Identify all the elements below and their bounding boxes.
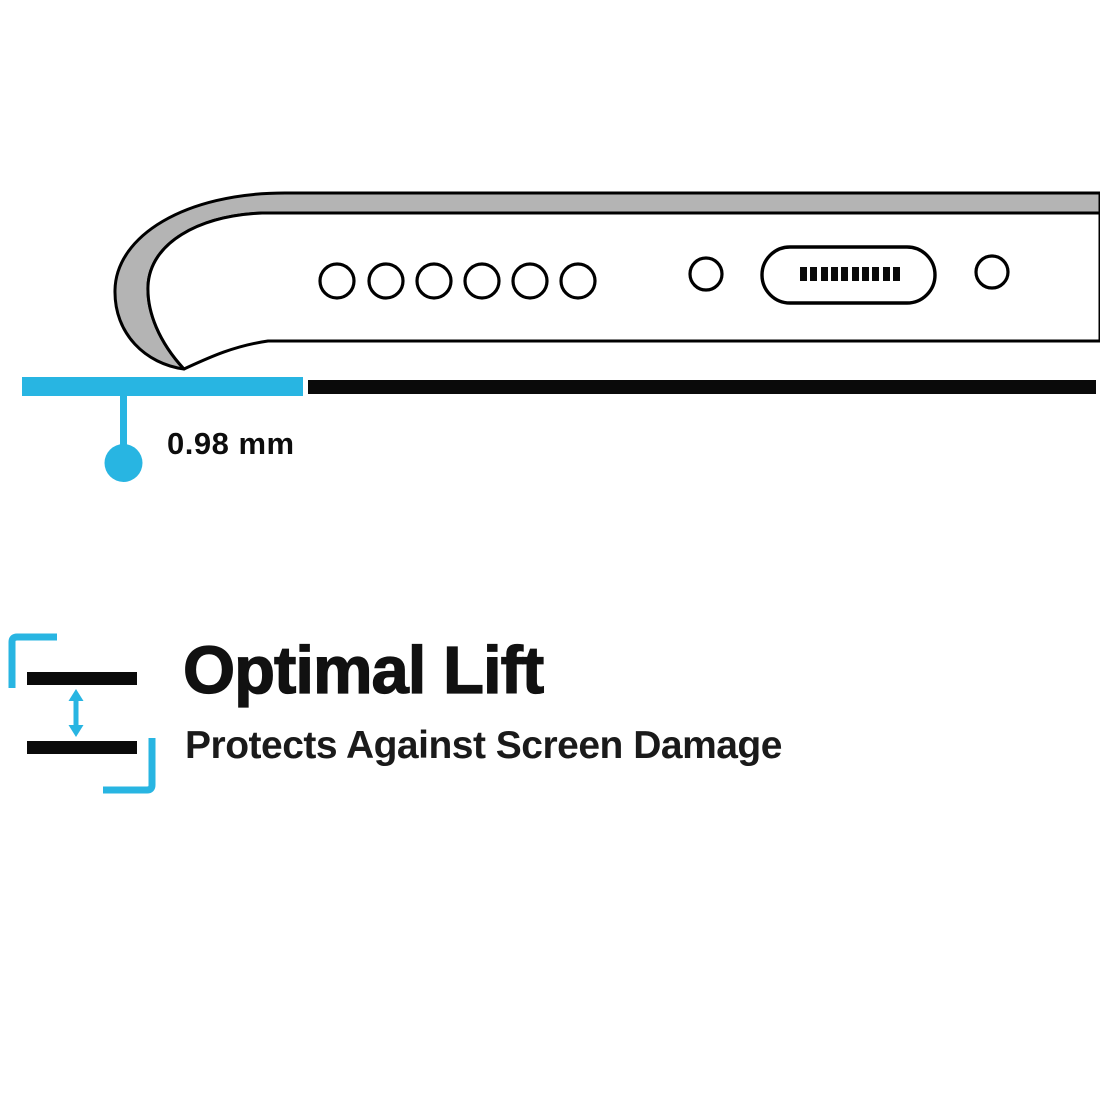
screen-plane-bar [308, 380, 1096, 394]
charging-port [760, 245, 937, 305]
speaker-hole [318, 262, 356, 300]
feature-subtitle: Protects Against Screen Damage [185, 724, 782, 767]
feature-title: Optimal Lift [182, 633, 545, 708]
charging-port-pins [800, 267, 900, 281]
speaker-hole [367, 262, 405, 300]
bracket-top-left [8, 633, 57, 688]
double-arrow-vertical-icon [68, 689, 84, 737]
phone-edge-shape [146, 211, 1100, 371]
screw-hole-left [688, 256, 724, 292]
speaker-hole [559, 262, 597, 300]
phone-case-cross-section-illustration [22, 191, 1100, 482]
gap-bar-bottom [27, 741, 137, 754]
speaker-hole [511, 262, 549, 300]
measurement-value: 0.98 mm [167, 426, 295, 461]
screw-hole-right [974, 254, 1010, 290]
case-lift-highlight-bar [22, 377, 303, 396]
speaker-hole [463, 262, 501, 300]
lift-gap-icon [8, 633, 156, 794]
bracket-bottom-right [103, 738, 156, 794]
measurement-pointer-dot [104, 444, 143, 482]
gap-bar-top [27, 672, 137, 685]
measurement-pointer-line [120, 396, 127, 448]
speaker-hole [415, 262, 453, 300]
speaker-holes [318, 262, 597, 300]
